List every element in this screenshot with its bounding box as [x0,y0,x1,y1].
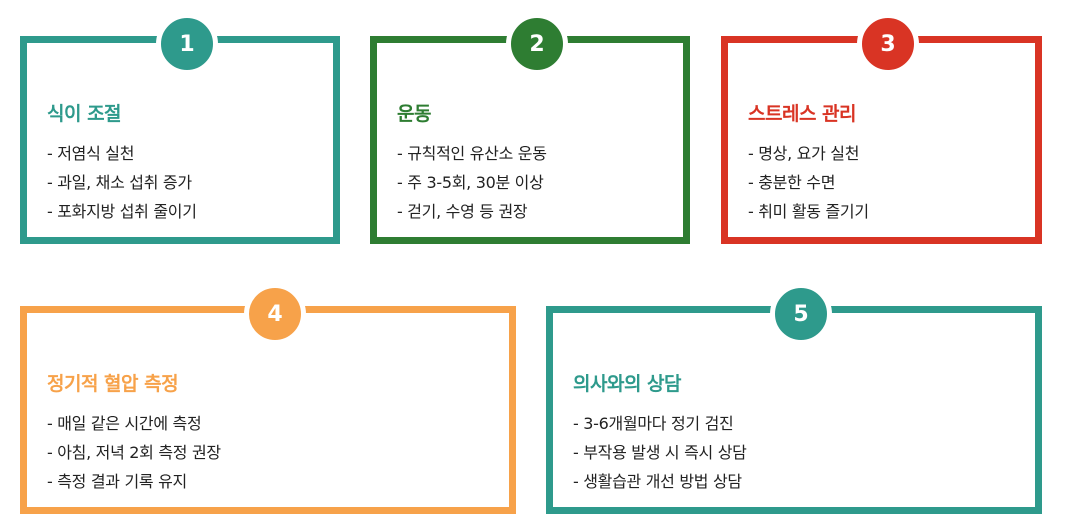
list-item: - 아침, 저녁 2회 측정 권장 [47,443,221,462]
card-stress-management: 3 스트레스 관리 - 명상, 요가 실천 - 충분한 수면 - 취미 활동 즐… [721,13,1042,244]
list-item: - 3-6개월마다 정기 검진 [573,414,734,433]
card-title: 운동 [397,103,431,125]
list-item: - 과일, 채소 섭취 증가 [47,173,192,192]
card-title: 의사와의 상담 [573,373,682,395]
list-item: - 부작용 발생 시 즉시 상담 [573,443,747,462]
number-badge: 5 [770,283,832,345]
number-badge: 4 [244,283,306,345]
number-badge: 1 [156,13,218,75]
card-item-list: - 규칙적인 유산소 운동 - 주 3-5회, 30분 이상 - 걷기, 수영 … [397,139,547,226]
list-item: - 취미 활동 즐기기 [748,202,869,221]
card-item-list: - 매일 같은 시간에 측정 - 아침, 저녁 2회 측정 권장 - 측정 결과… [47,409,221,496]
card-title: 정기적 혈압 측정 [47,373,179,395]
list-item: - 저염식 실천 [47,144,135,163]
card-blood-pressure-check: 4 정기적 혈압 측정 - 매일 같은 시간에 측정 - 아침, 저녁 2회 측… [20,283,516,514]
list-item: - 주 3-5회, 30분 이상 [397,173,544,192]
card-exercise: 2 운동 - 규칙적인 유산소 운동 - 주 3-5회, 30분 이상 - 걷기… [370,13,690,244]
card-item-list: - 명상, 요가 실천 - 충분한 수면 - 취미 활동 즐기기 [748,139,869,226]
list-item: - 매일 같은 시간에 측정 [47,414,202,433]
list-item: - 규칙적인 유산소 운동 [397,144,547,163]
list-item: - 생활습관 개선 방법 상담 [573,472,742,491]
list-item: - 명상, 요가 실천 [748,144,860,163]
list-item: - 걷기, 수영 등 권장 [397,202,528,221]
number-badge: 3 [857,13,919,75]
list-item: - 측정 결과 기록 유지 [47,472,187,491]
card-item-list: - 저염식 실천 - 과일, 채소 섭취 증가 - 포화지방 섭취 줄이기 [47,139,197,226]
card-diet-control: 1 식이 조절 - 저염식 실천 - 과일, 채소 섭취 증가 - 포화지방 섭… [20,13,340,244]
number-badge: 2 [506,13,568,75]
list-item: - 충분한 수면 [748,173,836,192]
card-doctor-consultation: 5 의사와의 상담 - 3-6개월마다 정기 검진 - 부작용 발생 시 즉시 … [546,283,1042,514]
card-title: 스트레스 관리 [748,103,857,125]
list-item: - 포화지방 섭취 줄이기 [47,202,197,221]
card-item-list: - 3-6개월마다 정기 검진 - 부작용 발생 시 즉시 상담 - 생활습관 … [573,409,747,496]
card-title: 식이 조절 [47,103,122,125]
